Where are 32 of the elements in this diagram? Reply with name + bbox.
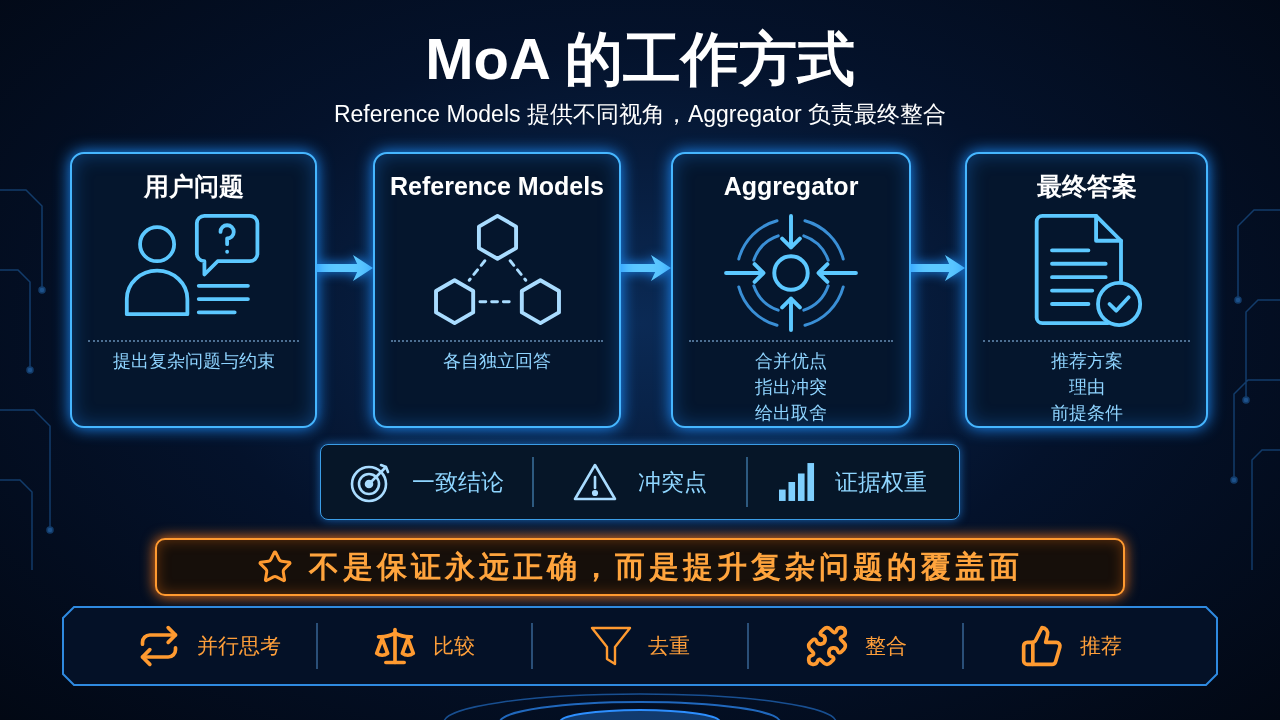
card-text: 各自独立回答 [443,350,551,373]
arrow [911,255,965,281]
card-text: 理由 [1068,376,1105,399]
process-card [965,152,1208,428]
banner-text: 不是保证永远正确，而是提升复杂问题的覆盖面 [309,549,1023,585]
subtitle: Reference Models 提供不同视角，Aggregator 负责最终整合 [332,100,948,129]
panel-text: 冲突点 [638,468,708,497]
summary-panel [320,444,960,520]
card-title: 最终答案 [1035,171,1138,202]
feature-bar [62,606,1218,686]
title: MoA 的工作方式 [424,25,856,93]
card-title: Reference Models [389,171,605,202]
panel-text: 一致结论 [411,468,504,497]
process-card [671,152,911,428]
card-text: 推荐方案 [1050,350,1123,373]
card-title: 用户问题 [142,171,245,202]
card-text: 合并优点 [755,350,827,373]
card-text: 指出冲突 [755,376,827,399]
panel-text: 证据权重 [835,468,928,497]
card-text: 提出复杂问题与约束 [112,350,275,373]
feature-text: 并行思考 [196,633,281,659]
card-text: 前提条件 [1050,402,1123,425]
card-text: 给出取舍 [755,402,827,425]
feature-text: 比较 [433,633,476,659]
feature-text: 整合 [864,633,907,659]
feature-text: 去重 [648,633,690,659]
arrow [621,255,671,281]
card-title: Aggregator [722,171,860,202]
process-card [373,152,621,428]
process-card [70,152,317,428]
highlight-banner [155,538,1125,596]
feature-text: 推荐 [1080,633,1123,659]
